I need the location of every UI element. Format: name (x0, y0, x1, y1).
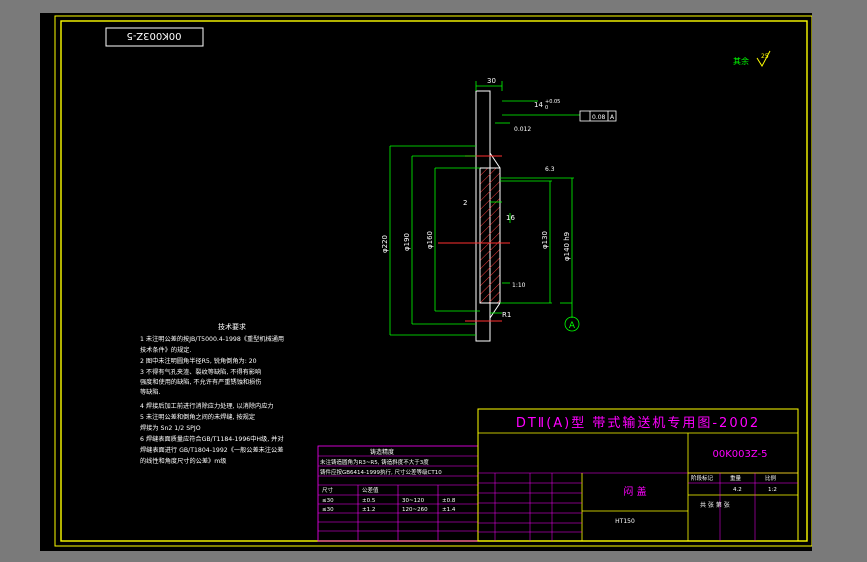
title-part-name: 闷 盖 (623, 485, 646, 498)
title-weight: 4.2 (733, 487, 742, 493)
dim-dia-160: φ160 (426, 231, 434, 249)
dim-depth-2: 2 (463, 199, 467, 207)
title-scale: 1:2 (768, 487, 777, 493)
table-row: 公差值 (362, 486, 379, 494)
tech-line: 1 未注明公差的按JB/T5000.4-1998《重型机械通用 (140, 335, 284, 343)
dim-depth-16: 16 (506, 214, 515, 222)
tech-line: 5 未注明公差和倒角之间的未焊缝, 按规定 (140, 413, 255, 421)
position-tolerance-frame: 0.08 A (579, 110, 617, 122)
tech-line: 的线性和角度尺寸的公差》m级 (140, 457, 226, 465)
dim-offset-a: 14 (534, 101, 543, 109)
tech-line: 3 不得有气孔夹渣、裂纹等缺陷, 不得有影响 (140, 368, 261, 376)
dim-dia-130: φ130 (541, 231, 549, 249)
tech-line: 技术条件》的规定. (140, 346, 191, 354)
svg-text:0.08: 0.08 (592, 114, 606, 121)
table-row: 未注铸造圆角为R3~R5, 铸造斜度不大于3度 (320, 458, 429, 466)
drawing-sheet: 00K003Z-5 其余 25 (40, 13, 813, 551)
dim-dia-140: φ140 h9 (563, 232, 571, 261)
title-material: HT150 (615, 518, 635, 525)
tech-line: 2 图中未注明圆角半径R5, 锐角倒角为: 20 (140, 357, 257, 365)
title-scale-label: 比例 (765, 474, 777, 482)
dim-width-top: 30 (487, 77, 496, 85)
roughness-note: 其余 25 (733, 50, 771, 67)
table-cell: 120~260 (402, 507, 428, 513)
outer-frame (54, 15, 813, 547)
dim-tol-lower: 0 (545, 105, 548, 111)
tech-line: 4 焊接后加工前进行消除应力处理, 以消除内应力 (140, 402, 274, 410)
tech-line: 焊缝表面进行 GB/T1804-1992《一般公差未注公差 (140, 446, 283, 454)
tech-line: 焊接为 Sn2 1/2 SPJO (140, 424, 201, 432)
tech-line: 等缺陷. (140, 388, 161, 396)
dim-offset-b: 0.012 (514, 126, 531, 133)
title-series: DTⅡ(A)型 带式输送机专用图-2002 (516, 415, 760, 431)
svg-text:A: A (569, 321, 576, 331)
roughness-value: 25 (761, 53, 769, 60)
tech-requirements: 技术要求 1 未注明公差的按JB/T5000.4-1998《重型机械通用 技术条… (140, 322, 284, 465)
roughness-note-text: 其余 (733, 56, 749, 66)
table-cell: ≤30 (322, 507, 334, 513)
mirrored-code-text: 00K003Z-5 (126, 30, 181, 41)
dim-roughness-mid: 6.3 (545, 166, 555, 173)
dim-radius: R1 (502, 311, 511, 319)
table-title: 铸造精度 (370, 448, 394, 456)
datum-a: A (564, 316, 580, 332)
tech-line: 6 焊缝表面质量应符合GB/T1184-1996中H级, 并对 (140, 435, 284, 443)
svg-text:A: A (610, 114, 615, 121)
tech-line: 强度和使用的缺陷, 不允许有严重锈蚀和损伤 (140, 378, 262, 386)
dim-ratio: 1:10 (512, 282, 526, 289)
title-weight-label: 重量 (730, 474, 742, 482)
roughness-symbol-icon (756, 50, 771, 67)
title-stage-label: 阶段标记 (691, 474, 714, 482)
title-block: DTⅡ(A)型 带式输送机专用图-2002 00K003Z-5 闷 盖 HT15… (477, 408, 799, 542)
dim-dia-220: φ220 (381, 235, 389, 253)
table-cell: 30~120 (402, 498, 425, 504)
dim-dia-190: φ190 (403, 233, 411, 251)
table-cell: ±0.5 (362, 498, 376, 504)
mirrored-code-box: 00K003Z-5 (105, 27, 204, 47)
part-section (475, 90, 501, 342)
dimension-texts: 30 14 +0.05 0 0.012 6.3 2 16 1:10 R1 φ22… (381, 77, 571, 319)
table-row: 尺寸 (322, 486, 334, 494)
table-cell: ±1.4 (442, 507, 456, 513)
table-cell: ≤30 (322, 498, 334, 504)
title-sheet-label: 共 张 第 张 (700, 501, 730, 509)
title-code: 00K003Z-5 (712, 449, 767, 460)
table-cell: ±0.8 (442, 498, 456, 504)
casting-table: 铸造精度 未注铸造圆角为R3~R5, 铸造斜度不大于3度 铸件应按GB6414-… (317, 445, 479, 542)
cad-drawing: 00K003Z-5 其余 25 (54, 15, 813, 547)
table-cell: ±1.2 (362, 507, 375, 513)
table-row: 铸件应按GB6414-1999执行, 尺寸公差等级CT10 (320, 468, 442, 476)
dimension-lines (389, 81, 580, 336)
tech-title: 技术要求 (218, 322, 246, 331)
dim-tol-upper: +0.05 (545, 99, 560, 105)
